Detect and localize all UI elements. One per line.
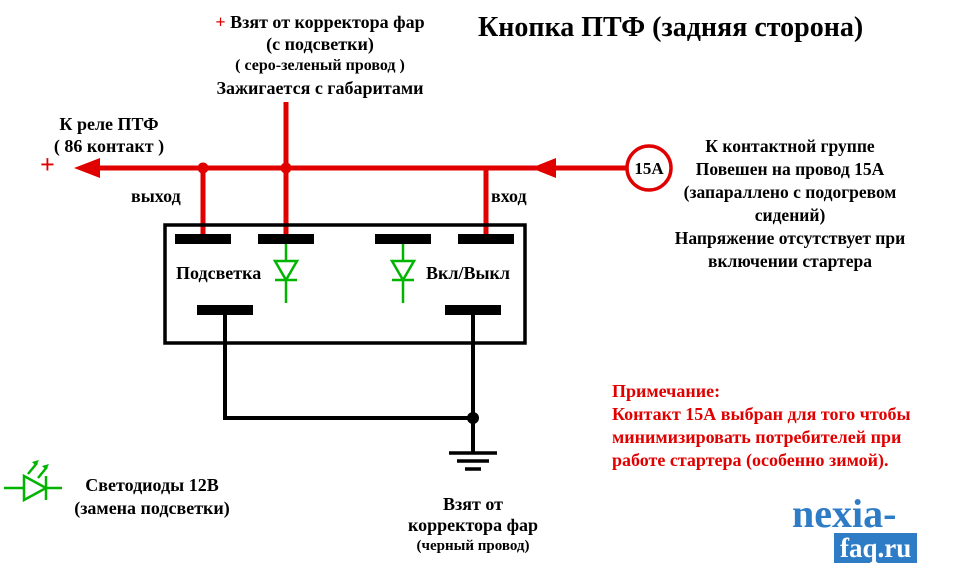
top-note-line4: Зажигается с габаритами	[216, 78, 424, 98]
top-note-line1: + Взят от корректора фар	[185, 11, 455, 33]
diode-icon	[272, 244, 300, 303]
junction-dot	[280, 162, 292, 174]
pin-bottom-1	[197, 305, 253, 315]
fuse-circle	[625, 144, 673, 192]
watermark-line2: faq.ru	[834, 533, 918, 563]
bottom-note-line1: Взят от	[443, 494, 503, 514]
pin-top-1	[175, 234, 231, 244]
arrow-left-icon	[74, 158, 100, 178]
page-title: Кнопка ПТФ (задняя сторона)	[478, 12, 864, 43]
led-note: Светодиоды 12В (замена подсветки)	[50, 474, 254, 520]
label-output: выход	[131, 186, 181, 206]
black-ground-wiring	[223, 315, 497, 471]
pin-top-2	[258, 234, 314, 244]
right-note-line4: сидений)	[754, 205, 826, 225]
pin-top-3	[375, 234, 431, 244]
button-outline	[163, 223, 527, 345]
left-note-line1: К реле ПТФ	[59, 114, 159, 134]
right-note-line6: включении стартера	[708, 251, 872, 271]
watermark: nexia- faq.ru	[792, 491, 918, 563]
pin-top-4	[458, 234, 514, 244]
internal-diodes	[272, 244, 417, 303]
led-note-line1: Светодиоды 12В	[85, 475, 219, 495]
arrow-mid-icon	[531, 158, 556, 178]
led-icon	[4, 460, 62, 503]
top-note-line1-text: Взят от корректора фар	[230, 12, 425, 32]
remark-heading: Примечание:	[612, 381, 721, 401]
red-supply-wire	[74, 102, 627, 240]
button-body	[163, 223, 527, 345]
label-onoff: Вкл/Выкл	[426, 263, 511, 283]
label-backlight: Подсветка	[176, 263, 262, 283]
bottom-note: Взят от корректора фар (черный провод)	[386, 494, 560, 557]
right-note-line2: Повешен на провод 15А	[695, 159, 885, 179]
fuse-label: 15А	[634, 159, 664, 178]
diode-icon	[389, 244, 417, 303]
junction-dot	[197, 162, 209, 174]
remark-note: Примечание: Контакт 15А выбран для того …	[612, 380, 911, 472]
left-note-line2: ( 86 контакт )	[53, 136, 165, 156]
ground-icon	[449, 451, 497, 471]
right-note-line3: (запараллено с подогревом	[683, 182, 897, 202]
plus-sign: +	[215, 12, 226, 32]
remark-line2: минимизировать потребителей при	[612, 427, 902, 447]
top-note-line3: ( серо-зеленый провод )	[235, 57, 405, 74]
junction-dot	[467, 412, 479, 424]
bottom-note-line3: (черный провод)	[416, 538, 530, 554]
led-note-line2: (замена подсветки)	[74, 498, 230, 518]
left-note: К реле ПТФ ( 86 контакт )	[28, 113, 190, 157]
pin-bottom-2	[445, 305, 501, 315]
remark-line3: работе стартера (особенно зимой).	[612, 450, 889, 470]
watermark-line1: nexia-	[792, 491, 897, 536]
fuse-15a-icon: 15А	[625, 144, 673, 192]
top-note: + Взят от корректора фар (с подсветки) (…	[185, 11, 455, 99]
top-note-line2: (с подсветки)	[266, 34, 374, 54]
right-note-line5: Напряжение отсутствует при	[674, 228, 906, 248]
label-input: вход	[491, 186, 527, 206]
remark-line1: Контакт 15А выбран для того чтобы	[612, 404, 911, 424]
bottom-note-line2: корректора фар	[407, 515, 539, 535]
right-note: К контактной группе Повешен на провод 15…	[628, 135, 952, 273]
right-note-line1: К контактной группе	[705, 136, 875, 156]
plus-sign: +	[40, 150, 55, 179]
